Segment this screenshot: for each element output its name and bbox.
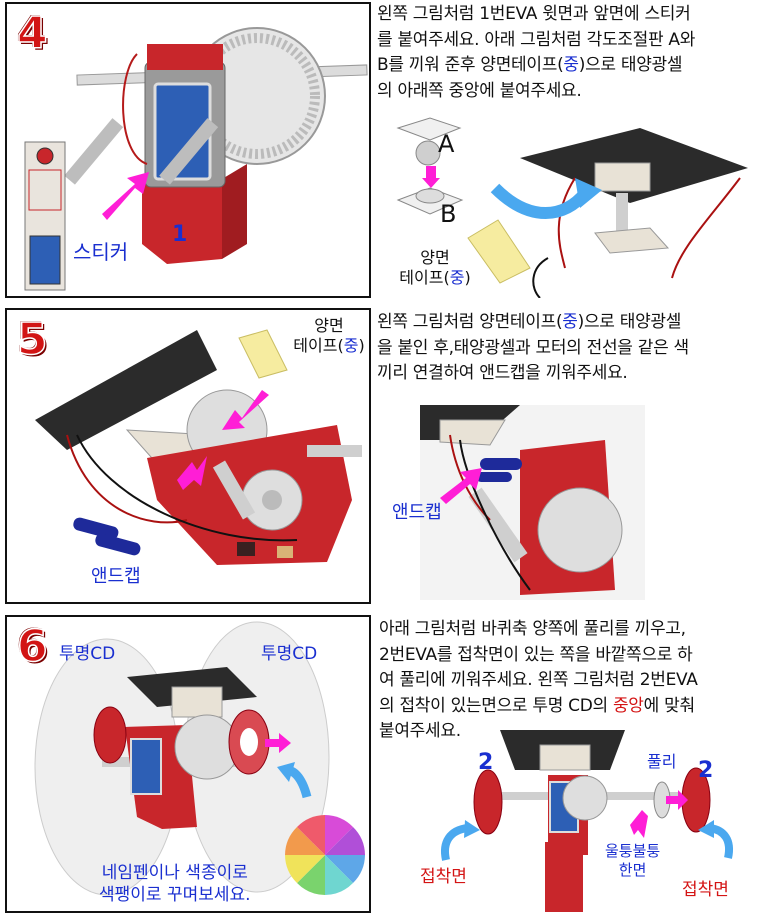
text-line: 왼쪽 그림처럼 1번EVA 윗면과 앞면에 스티커 [377,4,691,24]
adhesive-label-right: 접착면 [682,880,729,900]
step-6-drawing [34,621,365,896]
arrow-icon [102,172,149,220]
text-line: 의 접착이 있는면으로 투명 CD의 중앙에 맞춰 [379,695,695,716]
step-4-instructions: 왼쪽 그림처럼 1번EVA 윗면과 앞면에 스티커 를 붙여주세요. 아래 그림… [377,2,757,104]
arrow-icon [222,390,269,430]
sticker-label: 스티커 [73,240,129,264]
text-line: 를 붙여주세요. 아래 그림처럼 각도조절판 A와 [377,29,696,50]
step-6-instructions: 아래 그림처럼 바퀴축 양쪽에 풀리를 끼우고, 2번EVA를 접착면이 있는 … [379,617,759,745]
tape-label: 양면 테이프(중) [399,248,471,287]
cd-label-left: 투명CD [59,644,116,664]
arrow-icon [422,166,440,188]
step-5-illustration-panel: 5 양면 테이프(중) 앤드캡 [5,308,371,604]
adhesive-label-left: 접착면 [420,867,467,887]
text-line: 의 아래쪽 중앙에 붙여주세요. [377,80,582,101]
text-line: 붙여주세요. [379,721,461,741]
color-pinwheel [285,815,365,895]
arrow-icon [666,790,688,810]
step-4-illustration-panel: 4 스티커 1 [5,2,371,298]
arrow-icon [177,456,207,490]
step-4-drawing [24,27,368,291]
step-number: 4 [16,7,48,60]
solar-panel [35,330,217,450]
cd-label-right: 투명CD [261,644,318,664]
endcap-label: 앤드캡 [392,502,442,523]
tape-piece [238,329,288,379]
text-line: 을 붙인 후,태양광셀과 모터의 전선을 같은 색 [377,337,689,358]
endcap [480,458,522,470]
label-a: A [438,130,455,158]
label-b: B [440,200,457,228]
part-number-1: 1 [172,222,188,247]
arrow-icon [265,733,291,753]
step-6-illustration-panel: 6 투명CD 투명CD 네임펜이나 색종이로 색팽이로 꾸며보세요. [5,615,371,913]
tape-piece [467,219,531,284]
step-number: 6 [16,620,48,673]
text-line: 왼쪽 그림처럼 양면테이프(중)으로 태양광셀 [377,312,682,332]
arrow-icon [630,810,648,838]
decorate-hint: 네임펜이나 색종이로 색팽이로 꾸며보세요. [99,863,251,905]
step-5-detail-figure: 앤드캡 [380,400,758,600]
step-5-drawing [35,329,362,565]
text-line: 끼리 연결하여 앤드캡을 끼워주세요. [377,363,628,383]
curved-arrow-icon [490,183,590,219]
curved-arrow-icon [441,824,469,861]
eva-body [142,174,222,264]
endcap [95,533,141,556]
eva-number-right: 2 [698,758,714,783]
endcap [73,517,119,540]
endcap [476,472,512,482]
step-6-detail-figure: 2 2 풀리 울퉁불퉁 한면 접착면 접착면 [380,730,758,915]
step-number: 5 [16,313,48,366]
text-line: B를 끼워 준후 양면테이프(중)으로 태양광셀 [377,55,683,75]
step-5-instructions: 왼쪽 그림처럼 양면테이프(중)으로 태양광셀 을 붙인 후,태양광셀과 모터의… [377,310,757,387]
text-line: 아래 그림처럼 바퀴축 양쪽에 풀리를 끼우고, [379,619,686,639]
endcap-label: 앤드캡 [91,566,141,587]
eva-number-left: 2 [478,750,494,775]
plate-a [396,117,462,141]
step-4-detail-figure: A B 양면 테이프(중) [380,108,758,298]
text-line: 2번EVA를 접착면이 있는 쪽을 바깥쪽으로 하 [379,644,693,665]
bumpy-side-label: 울퉁불퉁 한면 [605,842,661,879]
arrow-icon [440,468,482,504]
tape-label: 양면 테이프(중) [293,316,365,355]
text-line: 여 풀리에 끼워주세요. 왼쪽 그림처럼 2번EVA [379,670,698,690]
pulley-label: 풀리 [647,752,677,771]
eva-wheel-left [473,769,503,835]
